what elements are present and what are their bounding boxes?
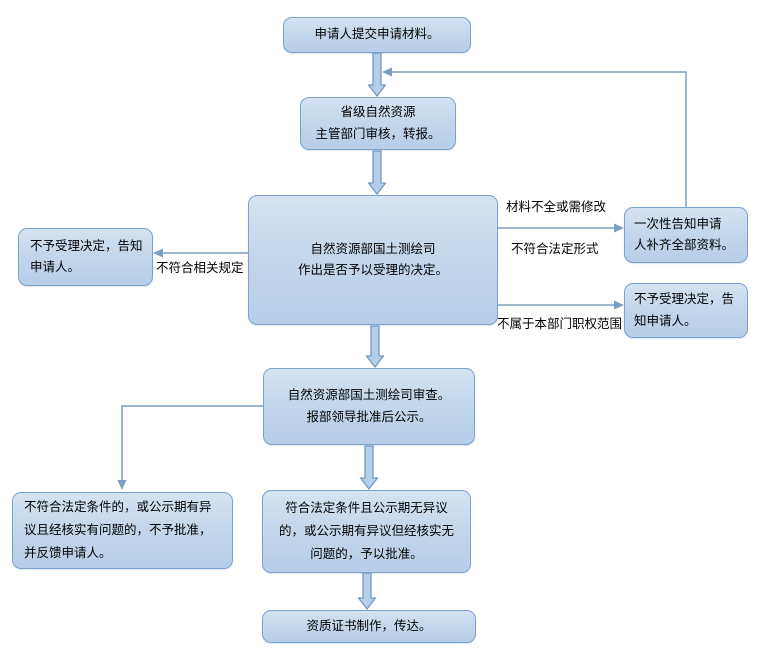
node-provincial-review: 省级自然资源 主管部门审核，转报。 [300, 97, 456, 150]
block-arrow-provincial-to-decision-icon [367, 150, 387, 195]
edge-label-materials-incomplete: 材料不全或需修改 [506, 200, 607, 214]
connector-review-to-disapprove [121, 405, 263, 481]
block-arrow-approve-to-certificate-icon [357, 572, 377, 610]
node-reject-notify-right: 不予受理决定，告 知申请人。 [624, 283, 748, 338]
node-notify-supplement: 一次性告知申请 人补齐全部资料。 [624, 207, 748, 263]
block-arrow-review-to-approve-icon [359, 445, 379, 490]
arrowhead-disapprove-down-icon [117, 480, 127, 490]
node-approve: 符合法定条件且公示期无异议 的，或公示期有异议但经核实无 问题的，予以批准。 [262, 490, 471, 573]
arrowhead-feedback-left-icon [382, 67, 392, 77]
edge-label-out-of-scope: 不属于本部门职权范围 [497, 317, 623, 331]
edge-label-not-legal-form: 不符合法定形式 [511, 242, 599, 256]
node-department-review: 自然资源部国土测绘司审查。 报部领导批准后公示。 [263, 368, 475, 445]
node-disapprove: 不符合法定条件的，或公示期有异 议且经核实有问题的，不予批准， 并反馈申请人。 [12, 492, 233, 569]
arrowhead-reject-right-icon [614, 300, 624, 310]
arrowhead-reject-left-icon [153, 248, 163, 258]
node-acceptance-decision: 自然资源部国土测绘司 作出是否予以受理的决定。 [248, 195, 498, 325]
block-arrow-submit-to-provincial-icon [367, 52, 387, 97]
connector-supplement-feedback [392, 71, 687, 207]
node-submit-application: 申请人提交申请材料。 [283, 17, 471, 53]
node-reject-notify-left: 不予受理决定，告知 申请人。 [18, 228, 153, 286]
node-certificate: 资质证书制作，传达。 [262, 610, 476, 643]
edge-label-not-compliant: 不符合相关规定 [156, 261, 244, 275]
block-arrow-decision-to-review-icon [365, 325, 385, 368]
arrowhead-supplement-right-icon [614, 223, 624, 233]
